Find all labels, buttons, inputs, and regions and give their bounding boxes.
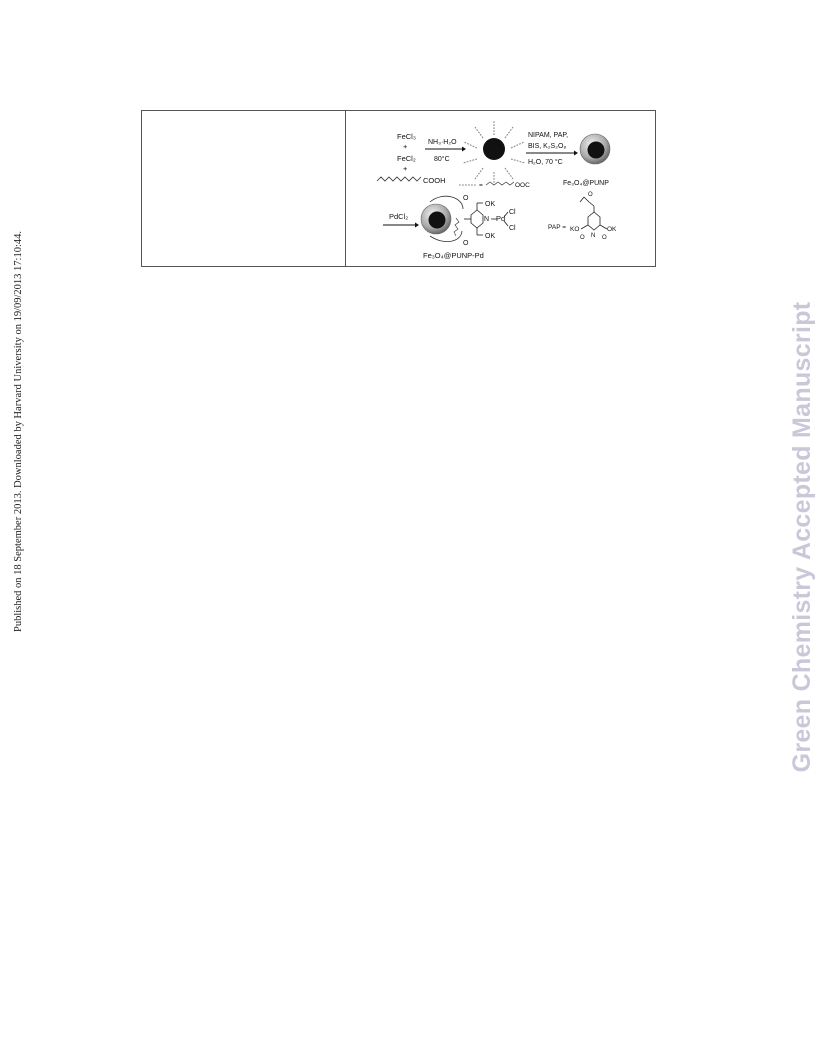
step2-arrowhead — [574, 150, 578, 156]
pap-o-left: O — [580, 235, 585, 241]
graphical-abstract-box: FeCl₃ + FeCl₂ + COOH NH₃·H₂O 80°C — [141, 110, 656, 267]
product2-core — [428, 211, 446, 229]
product1-label: Fe₃O₄@PUNP — [563, 180, 609, 187]
oleic-chain — [376, 176, 422, 182]
publication-note: Published on 18 September 2013. Download… — [13, 231, 24, 632]
pd-complex-ok-bottom: OK — [485, 233, 495, 240]
magnetite-core — [483, 138, 505, 160]
pap-n: N — [591, 233, 595, 239]
product1-core — [587, 141, 605, 159]
step1-top-label: NH₃·H₂O — [428, 139, 457, 146]
reagent-fecl2: FeCl₂ — [397, 154, 416, 163]
pap-ko: KO — [570, 226, 579, 233]
polymer-arc-top — [429, 195, 464, 210]
step3-label: PdCl₂ — [389, 212, 408, 221]
reaction-scheme: FeCl₃ + FeCl₂ + COOH NH₃·H₂O 80°C — [376, 121, 617, 260]
pap-o-top: O — [588, 192, 593, 198]
accepted-manuscript-watermark: Green Chemistry Accepted Manuscript — [788, 301, 816, 773]
pap-structure — [579, 196, 608, 231]
polymer-arc-bottom — [429, 230, 463, 242]
polymer-linker — [453, 217, 460, 237]
plus-sign-2: + — [403, 164, 408, 173]
pap-o-right: O — [602, 235, 607, 241]
reaction-scheme-cell: FeCl₃ + FeCl₂ + COOH NH₃·H₂O 80°C — [345, 111, 655, 266]
pd-complex-cl2: Cl — [509, 225, 516, 232]
pap-label: PAP = — [548, 224, 566, 231]
oleate-chain — [485, 181, 515, 186]
pd-complex-cl1: Cl — [509, 209, 516, 216]
oleate-equals: = — [479, 182, 483, 189]
step3-arrowhead — [415, 222, 419, 228]
pd-complex-n: N — [484, 216, 489, 223]
product2-label: Fe₃O₄@PUNP-Pd — [423, 251, 484, 260]
plus-sign-1: + — [403, 142, 408, 151]
abstract-text-cell — [142, 111, 346, 266]
oleate-end: OOC — [515, 182, 530, 189]
step2-line1: NIPAM, PAP, — [528, 132, 568, 139]
step1-arrowhead — [462, 146, 466, 152]
step2-line3: H₂O, 70 °C — [528, 158, 563, 166]
pd-complex-ok-top: OK — [485, 201, 495, 208]
pd-complex-pd: Pd — [496, 214, 505, 223]
pap-ok: OK — [607, 226, 617, 233]
pd-complex-o-top: O — [463, 195, 469, 202]
pd-complex-o-bottom: O — [463, 240, 469, 247]
oleate-capped-nanoparticle — [462, 121, 526, 184]
step1-bottom-label: 80°C — [434, 155, 450, 163]
reagent-fecl3: FeCl₃ — [397, 132, 416, 141]
reagent-acid: COOH — [423, 176, 446, 185]
step2-line2: BIS, K₂S₂O₈ — [528, 143, 566, 150]
pd-complex — [464, 202, 509, 236]
